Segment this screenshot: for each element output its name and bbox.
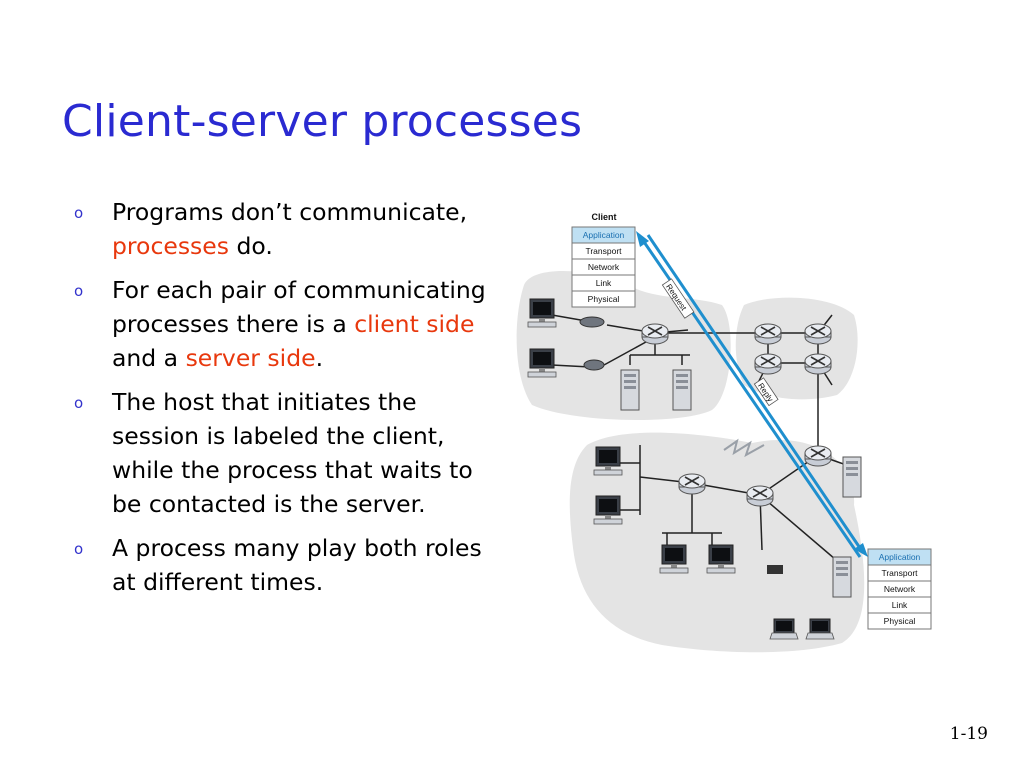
bullet-item: o The host that initiates the session is…: [72, 385, 492, 521]
router-icon: [678, 473, 706, 495]
server-layer-transport: Transport: [881, 568, 918, 578]
client-layer-link: Link: [596, 278, 612, 288]
reply-arrowhead: [636, 231, 649, 247]
server-layer-network: Network: [884, 584, 916, 594]
server-layer-application: Application: [879, 552, 921, 562]
router-icon: [754, 353, 782, 375]
bullet-text-segment: For each pair of communicating processes…: [112, 276, 486, 338]
router-icon: [804, 353, 832, 375]
bullet-text-segment: A process many play both roles at differ…: [112, 534, 482, 596]
slide-number: 1-19: [949, 724, 988, 744]
modem-icon: [583, 359, 605, 371]
server-protocol-stack: Application Transport Network Link Physi…: [867, 548, 932, 630]
server-icon: [842, 456, 862, 498]
client-protocol-stack: Client Application Transport Network Lin…: [571, 212, 636, 308]
server-icon: [620, 369, 640, 411]
client-label: Client: [591, 212, 616, 222]
request-arrowhead: [854, 543, 868, 557]
bullet-list: o Programs don’t communicate, processes …: [72, 195, 492, 609]
laptop-icon: [805, 618, 835, 640]
highlight-client-side: client side: [354, 310, 475, 338]
client-layer-application: Application: [583, 230, 625, 240]
bullet-text-segment: Programs don’t communicate,: [112, 198, 468, 226]
bullet-item: o A process many play both roles at diff…: [72, 531, 492, 599]
switch-icon: [579, 316, 605, 328]
bullet-text-segment: do.: [229, 232, 273, 260]
network-diagram: Client Application Transport Network Lin…: [516, 212, 932, 653]
bullet-marker: o: [74, 204, 84, 222]
desktop-icon: [527, 298, 557, 328]
request-arrow: [646, 234, 864, 552]
bullet-marker: o: [74, 540, 84, 558]
router-icon: [641, 323, 669, 345]
slide-title: Client-server processes: [62, 96, 583, 147]
router-icon: [804, 323, 832, 345]
client-layer-network: Network: [588, 262, 620, 272]
router-icon: [754, 323, 782, 345]
bullet-item: o For each pair of communicating process…: [72, 273, 492, 375]
bullet-text-segment: .: [315, 344, 324, 372]
bullet-text-segment: The host that initiates the session is l…: [112, 388, 473, 518]
bullet-item: o Programs don’t communicate, processes …: [72, 195, 492, 263]
bullet-marker: o: [74, 282, 84, 300]
wireless-router-icon: [767, 565, 783, 574]
wireless-link: [723, 438, 765, 458]
laptop-icon: [769, 618, 799, 640]
bullet-text-segment: and a: [112, 344, 186, 372]
desktop-icon: [527, 348, 557, 378]
server-layer-physical: Physical: [884, 616, 916, 626]
router-icon: [746, 485, 774, 507]
desktop-icon: [593, 446, 623, 476]
bullet-marker: o: [74, 394, 84, 412]
network-cloud-bottom: [569, 432, 865, 653]
server-icon: [832, 556, 852, 598]
client-layer-transport: Transport: [585, 246, 622, 256]
desktop-icon: [706, 544, 736, 574]
router-icon: [804, 445, 832, 467]
desktop-icon: [593, 495, 623, 525]
client-layer-physical: Physical: [588, 294, 620, 304]
highlight-server-side: server side: [185, 344, 316, 372]
server-layer-link: Link: [892, 600, 908, 610]
highlight-processes: processes: [112, 232, 230, 260]
server-icon: [672, 369, 692, 411]
desktop-icon: [659, 544, 689, 574]
